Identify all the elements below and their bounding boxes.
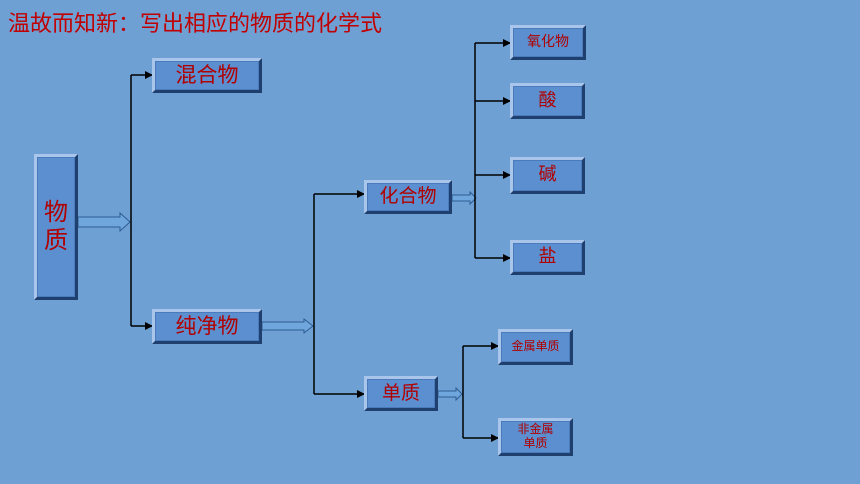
slide-title: 温故而知新：写出相应的物质的化学式 [8,12,383,37]
block-arrow-pure [261,317,314,335]
node-oxide-label: 氧化物 [527,34,569,51]
node-acid: 酸 [510,83,585,119]
node-metal-label: 金属单质 [511,339,560,354]
block-arrow-simple [437,386,463,402]
block-arrow-compound [451,190,477,206]
node-simple: 单质 [364,376,438,411]
node-matter: 物质 [34,154,78,300]
node-matter-label: 物质 [44,198,68,254]
block-arrow-matter [77,211,131,233]
node-nonmetal: 非金属单质 [498,418,573,456]
node-base-label: 碱 [538,164,557,186]
node-compound-label: 化合物 [379,185,437,208]
node-metal: 金属单质 [498,329,573,365]
node-salt-label: 盐 [538,246,557,268]
node-mixture-label: 混合物 [175,63,239,88]
node-mixture: 混合物 [152,58,262,93]
node-pure: 纯净物 [152,309,262,344]
node-compound: 化合物 [364,180,452,214]
node-simple-label: 单质 [381,381,420,404]
node-base: 碱 [510,157,585,194]
node-acid-label: 酸 [538,89,557,111]
node-oxide: 氧化物 [510,25,586,60]
node-pure-label: 纯净物 [175,314,239,339]
node-nonmetal-label: 非金属单质 [517,422,554,450]
node-salt: 盐 [510,240,585,275]
